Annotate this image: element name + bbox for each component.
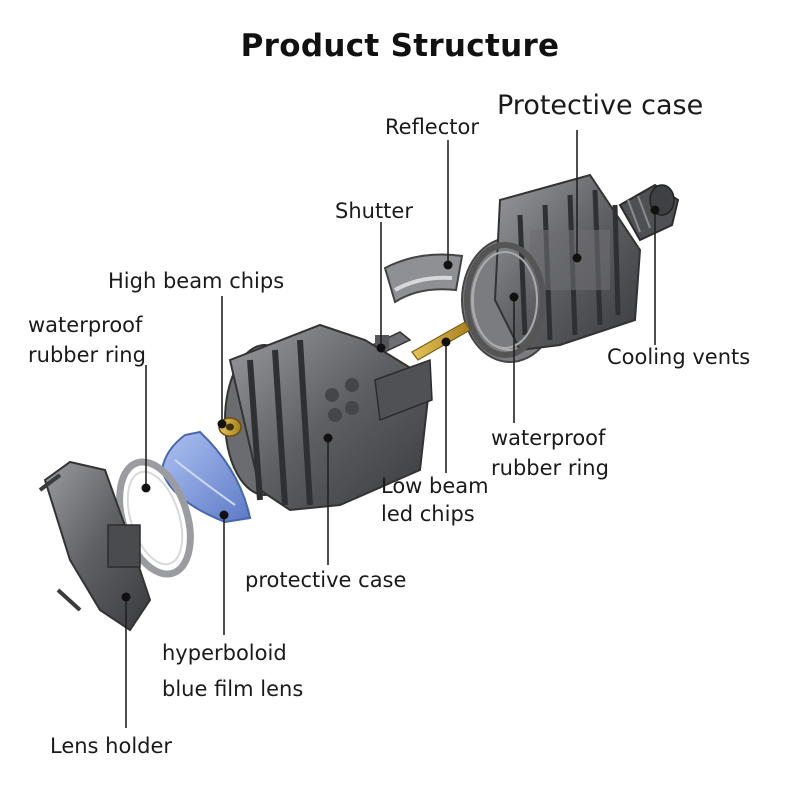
label-waterproof-ring-right-line1: waterproof [491, 426, 606, 450]
label-waterproof-ring-right: waterproof rubber ring [491, 423, 609, 483]
label-reflector: Reflector [385, 115, 479, 139]
leader-lines [125, 130, 656, 728]
label-waterproof-ring-left-line2: rubber ring [28, 343, 146, 367]
label-hyperboloid-line1: hyperboloid [162, 641, 287, 665]
low-beam-led-chips-part [411, 321, 471, 361]
label-cooling-vents: Cooling vents [607, 345, 751, 369]
rear-protective-case [461, 173, 642, 363]
label-waterproof-ring-left: waterproof rubber ring [28, 310, 146, 370]
rear-waterproof-ring [464, 242, 546, 358]
label-protective-case-top: Protective case [497, 90, 704, 121]
main-protective-case [224, 323, 433, 512]
label-high-beam-chips: High beam chips [108, 269, 285, 293]
leader-dots [121, 205, 660, 602]
label-lens-holder: Lens holder [50, 734, 173, 758]
label-low-beam-line1: Low beam [381, 474, 489, 498]
label-protective-case-bottom: protective case [245, 568, 407, 592]
label-low-beam-line2: led chips [381, 502, 475, 526]
label-waterproof-ring-left-line1: waterproof [28, 313, 143, 337]
label-waterproof-ring-right-line2: rubber ring [491, 456, 609, 480]
page-title: Product Structure [240, 28, 560, 64]
cooling-vents-part [618, 183, 680, 242]
label-low-beam: Low beam led chips [381, 472, 489, 528]
reflector-part [383, 253, 464, 304]
label-hyperboloid-lens: hyperboloid blue film lens [162, 635, 303, 707]
lens-holder-part [38, 460, 152, 632]
label-shutter: Shutter [335, 199, 413, 223]
label-hyperboloid-line2: blue film lens [162, 677, 304, 701]
